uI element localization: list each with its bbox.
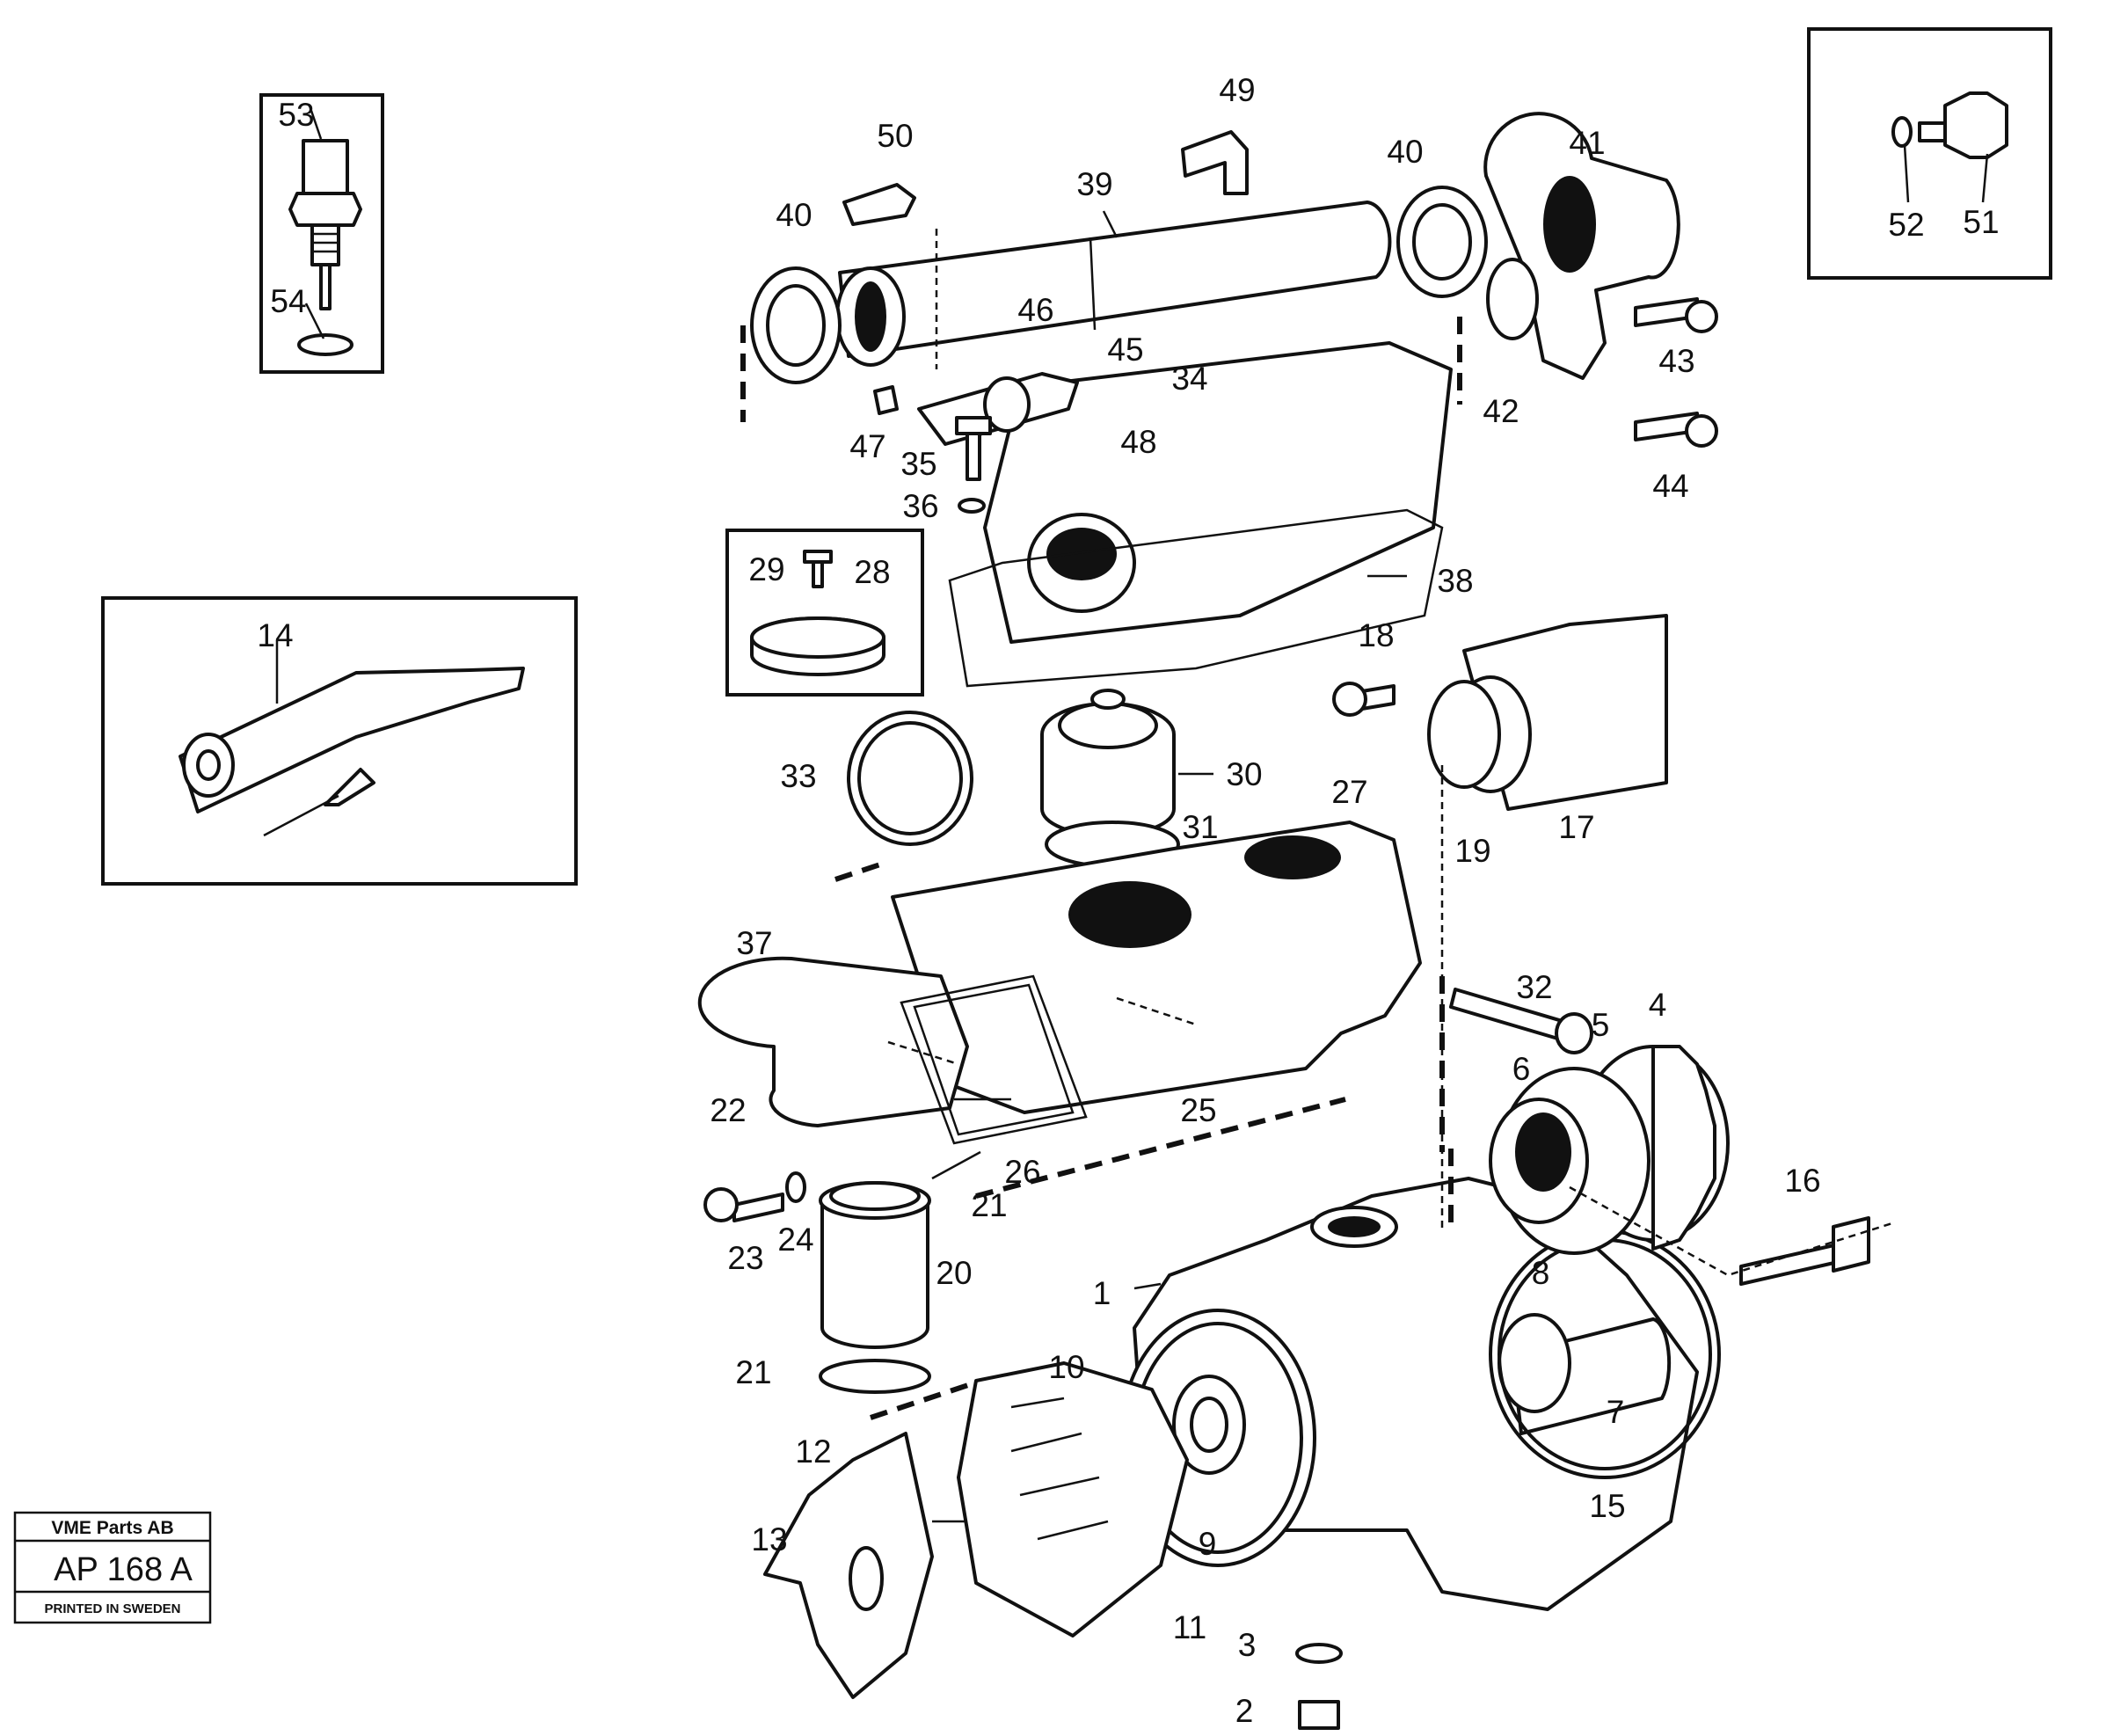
label-46: 46 (1017, 292, 1053, 328)
label-53: 53 (278, 97, 314, 133)
seal-ring-left (750, 266, 842, 384)
label-4: 4 (1649, 987, 1667, 1023)
label-17: 17 (1558, 809, 1594, 845)
inset-thermostat-seal (725, 529, 924, 697)
label-35: 35 (900, 446, 936, 482)
label-30: 30 (1226, 756, 1262, 792)
label-21-upper: 21 (971, 1187, 1007, 1223)
label-48: 48 (1120, 424, 1156, 460)
label-32: 32 (1516, 969, 1552, 1005)
seal-ring-right (1396, 186, 1488, 298)
bolt-16 (1739, 1216, 1870, 1286)
shaft-bearing (1489, 1229, 1721, 1479)
drain-plug-2-3 (1295, 1643, 1343, 1730)
hose-20 (819, 1181, 931, 1394)
coolant-pipe (835, 201, 1392, 367)
label-18: 18 (1358, 617, 1394, 653)
label-10: 10 (1048, 1349, 1084, 1385)
leader-lines (931, 210, 1407, 1523)
label-38: 38 (1437, 563, 1473, 599)
stamp-company: VME Parts AB (51, 1518, 173, 1538)
impeller (957, 1361, 1189, 1638)
gasket-26 (900, 974, 1088, 1145)
label-43: 43 (1658, 343, 1694, 379)
label-44: 44 (1652, 468, 1688, 504)
label-34: 34 (1171, 361, 1207, 397)
label-12: 12 (795, 1433, 831, 1470)
label-41: 41 (1569, 125, 1605, 161)
label-52: 52 (1888, 207, 1924, 243)
elbow-22 (697, 956, 969, 1127)
title-stamp: VME Parts AB AP 168 A PRINTED IN SWEDEN (13, 1511, 212, 1624)
label-54: 54 (270, 283, 306, 319)
pipe-elbow-fittings (842, 130, 1249, 226)
label-50: 50 (877, 118, 913, 154)
label-25: 25 (1180, 1092, 1216, 1128)
bolt-32 (1449, 988, 1593, 1054)
label-42: 42 (1483, 393, 1519, 429)
outlet-housing (1483, 112, 1680, 380)
stamp-code: AP 168 A (54, 1551, 193, 1588)
bolts-upper-right (1634, 297, 1718, 448)
label-40-right: 40 (1387, 134, 1423, 170)
label-23: 23 (727, 1240, 763, 1276)
label-20: 20 (936, 1255, 972, 1291)
thermostat-housing-cover (948, 341, 1453, 688)
inset-plug (1807, 27, 2052, 280)
label-31: 31 (1182, 809, 1218, 845)
label-22: 22 (710, 1092, 746, 1128)
label-9: 9 (1199, 1526, 1217, 1562)
inset-sealant-tube (101, 596, 578, 886)
label-15: 15 (1589, 1488, 1625, 1524)
label-8: 8 (1532, 1255, 1550, 1291)
part-labels: 1 2 3 4 5 6 7 8 9 10 11 12 13 14 15 16 1… (257, 72, 1999, 1729)
stamp-printed: PRINTED IN SWEDEN (44, 1601, 180, 1616)
label-27: 27 (1331, 774, 1367, 810)
label-37: 37 (736, 925, 772, 961)
label-24: 24 (777, 1222, 813, 1258)
label-51: 51 (1963, 204, 1999, 240)
label-7: 7 (1607, 1394, 1625, 1430)
label-26: 26 (1004, 1154, 1040, 1190)
small-bolts (873, 385, 1395, 717)
label-45: 45 (1107, 332, 1143, 368)
label-3: 3 (1238, 1627, 1257, 1663)
main-housing (891, 821, 1422, 1114)
label-49: 49 (1219, 72, 1255, 108)
thermostat (1040, 689, 1180, 868)
label-5: 5 (1592, 1007, 1610, 1043)
label-14: 14 (257, 617, 293, 653)
label-40-left: 40 (776, 197, 812, 233)
label-13: 13 (751, 1521, 787, 1557)
gear-and-bearing (1489, 1045, 1730, 1255)
label-11: 11 (1173, 1609, 1206, 1645)
bolt-23 (703, 1171, 806, 1222)
label-33: 33 (780, 758, 816, 794)
label-19: 19 (1454, 833, 1490, 869)
label-36: 36 (902, 488, 938, 524)
cover-13 (763, 1432, 934, 1699)
label-1: 1 (1093, 1275, 1111, 1311)
label-47: 47 (849, 428, 885, 464)
water-pipe-17 (1427, 614, 1668, 811)
label-29: 29 (748, 551, 784, 587)
label-6: 6 (1512, 1051, 1531, 1087)
inset-sensor (259, 93, 384, 374)
label-2: 2 (1235, 1693, 1254, 1729)
label-21-lower: 21 (735, 1354, 771, 1390)
label-39: 39 (1076, 166, 1112, 202)
label-16: 16 (1784, 1163, 1820, 1199)
o-ring-33 (847, 711, 973, 846)
label-28: 28 (854, 554, 890, 590)
